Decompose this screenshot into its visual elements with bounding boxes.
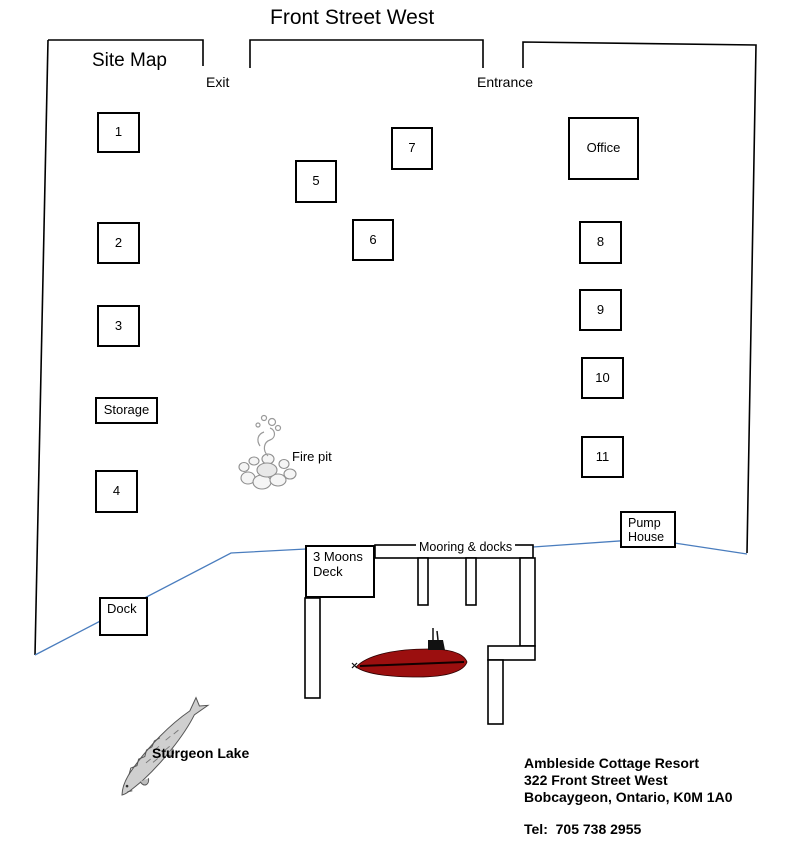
cottage-box-3: 3 xyxy=(97,305,140,347)
entrance-label: Entrance xyxy=(477,74,534,90)
page-title: Front Street West xyxy=(270,6,435,29)
cottage-box-5: 5 xyxy=(295,160,337,203)
cottage-box-8: 8 xyxy=(579,221,622,264)
sturgeon-lake-label: Sturgeon Lake xyxy=(152,745,250,761)
three-moons-deck-box: 3 Moons Deck xyxy=(305,545,375,598)
cottage-box-11: 11 xyxy=(581,436,624,478)
dock-box: Dock xyxy=(99,597,148,636)
property-boundary-lines xyxy=(34,39,757,656)
storage-box: Storage xyxy=(95,397,158,424)
submarine-icon xyxy=(351,628,468,678)
cottage-box-10: 10 xyxy=(581,357,624,399)
pump-house-box: Pump House xyxy=(620,511,676,548)
mooring-docks-label: Mooring & docks xyxy=(416,540,516,555)
resort-name-text: Ambleside Cottage Resort xyxy=(524,755,700,771)
phone-text: Tel: 705 738 2955 xyxy=(524,821,642,837)
cottage-box-6: 6 xyxy=(352,219,394,261)
cottage-box-7: 7 xyxy=(391,127,433,170)
street-text: 322 Front Street West xyxy=(524,772,668,788)
cottage-box-2: 2 xyxy=(97,222,140,264)
sturgeon-icon xyxy=(121,696,210,796)
fire-pit-icon xyxy=(238,414,297,490)
cottage-box-1: 1 xyxy=(97,112,140,153)
fire-pit-label: Fire pit xyxy=(292,449,332,464)
cottage-box-9: 9 xyxy=(579,289,622,331)
city-text: Bobcaygeon, Ontario, K0M 1A0 xyxy=(524,789,733,805)
site-map-label: Site Map xyxy=(92,50,167,71)
cottage-box-4: 4 xyxy=(95,470,138,513)
exit-label: Exit xyxy=(206,74,230,90)
office-box: Office xyxy=(568,117,639,180)
